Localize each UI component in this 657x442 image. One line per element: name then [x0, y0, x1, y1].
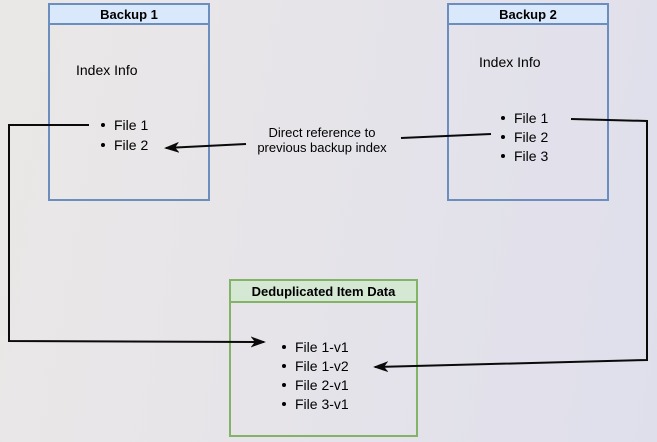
dedup-node: Deduplicated Item Data File 1-v1 File 1-… [229, 279, 418, 437]
list-item-label: File 2-v1 [295, 376, 349, 393]
backup2-header: Backup 2 [449, 5, 607, 25]
backup1-node: Backup 1 Index Info File 1 File 2 [48, 3, 210, 201]
list-item: File 1 [101, 115, 148, 135]
list-item: File 2-v1 [282, 375, 349, 394]
bullet-icon [101, 143, 105, 147]
backup1-file-list: File 1 File 2 [101, 115, 148, 155]
bullet-icon [101, 123, 105, 127]
edge-label-direct-reference: Direct reference to previous backup inde… [232, 125, 412, 155]
backup1-title: Backup 1 [100, 6, 158, 22]
edge-label-line2: previous backup index [257, 140, 387, 155]
bullet-icon [501, 134, 505, 139]
list-item: File 1-v2 [282, 356, 349, 375]
edge-label-line1: Direct reference to [268, 125, 376, 140]
bullet-icon [501, 153, 505, 158]
list-item: File 3-v1 [282, 394, 349, 413]
list-item: File 2 [501, 127, 548, 146]
bullet-icon [282, 363, 286, 368]
bullet-icon [282, 382, 286, 387]
list-item: File 2 [101, 135, 148, 155]
list-item-label: File 1 [514, 109, 549, 126]
dedup-file-list: File 1-v1 File 1-v2 File 2-v1 File 3-v1 [282, 337, 349, 413]
bullet-icon [501, 115, 505, 120]
list-item: File 3 [501, 146, 548, 165]
list-item-label: File 3 [514, 147, 549, 164]
backup2-node: Backup 2 Index Info File 1 File 2 File 3 [447, 3, 609, 201]
backup1-header: Backup 1 [50, 5, 208, 25]
list-item-label: File 2 [514, 128, 549, 145]
backup2-file-list: File 1 File 2 File 3 [501, 108, 548, 165]
list-item-label: File 1 [114, 117, 149, 133]
backup2-title: Backup 2 [499, 6, 557, 22]
list-item-label: File 3-v1 [295, 395, 349, 412]
dedup-title: Deduplicated Item Data [251, 283, 396, 299]
list-item: File 1 [501, 108, 548, 127]
list-item-label: File 1-v1 [295, 338, 349, 355]
bullet-icon [282, 344, 286, 349]
list-item-label: File 1-v2 [295, 357, 349, 374]
list-item-label: File 2 [114, 137, 149, 153]
dedup-header: Deduplicated Item Data [231, 281, 416, 303]
list-item: File 1-v1 [282, 337, 349, 356]
bullet-icon [282, 401, 286, 406]
backup1-index-info-label: Index Info [76, 62, 138, 78]
backup2-index-info-label: Index Info [479, 54, 541, 70]
